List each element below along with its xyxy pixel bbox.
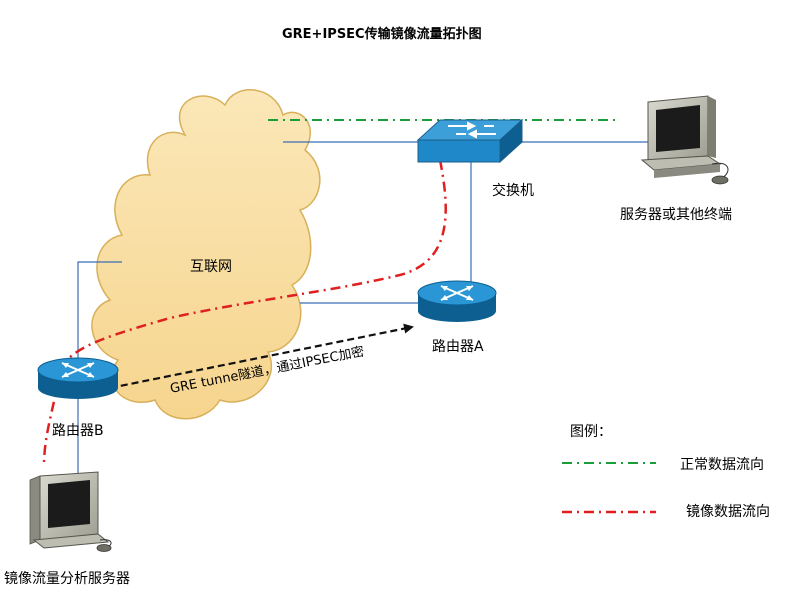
router-a-label: 路由器A: [432, 339, 484, 355]
router-a-icon: [417, 280, 497, 322]
internet-label: 互联网: [190, 259, 232, 275]
legend-normal-label: 正常数据流向: [680, 457, 764, 473]
switch-label: 交换机: [492, 183, 534, 199]
server-computer-icon: [640, 95, 729, 185]
gre-tunnel-arrow: [101, 323, 414, 395]
legend-mirror-label: 镜像数据流向: [686, 504, 770, 520]
analyzer-computer-icon: [29, 471, 112, 552]
router-b-label: 路由器B: [52, 423, 104, 439]
switch-icon: [416, 118, 524, 164]
legend-title: 图例：: [570, 424, 612, 440]
server-label: 服务器或其他终端: [620, 207, 732, 223]
router-b-icon: [37, 357, 119, 399]
link-cloud-router-b: [77, 261, 122, 365]
network-links: [77, 141, 650, 492]
analyzer-label: 镜像流量分析服务器: [4, 571, 130, 587]
diagram-title: GRE+IPSEC传输镜像流量拓扑图: [282, 27, 482, 42]
